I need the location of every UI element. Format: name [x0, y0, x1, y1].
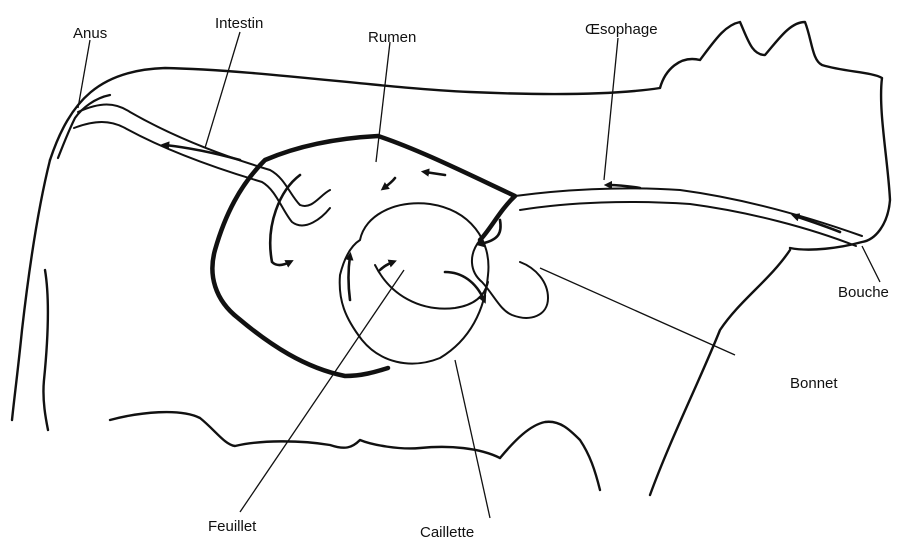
cow-hindleg-outline — [43, 270, 48, 430]
leader-rumen — [376, 42, 390, 162]
cow-belly-outline — [110, 412, 500, 458]
oesophagus-lower-wall — [520, 202, 856, 246]
label-intestin: Intestin — [215, 15, 263, 32]
flow-arrow-feuillet — [380, 262, 393, 270]
label-anus: Anus — [73, 25, 107, 42]
label-feuillet: Feuillet — [208, 518, 257, 535]
label-bonnet: Bonnet — [790, 375, 838, 392]
leader-caillette — [455, 360, 490, 518]
rumen-wall — [212, 136, 515, 376]
cow-chest-outline — [650, 250, 790, 495]
label-rumen: Rumen — [368, 29, 416, 46]
intestine-lower-wall — [74, 122, 330, 225]
bonnet-wall — [472, 240, 548, 318]
flow-arrow-rumen-left — [270, 175, 300, 265]
label-oesophage: Œsophage — [585, 21, 658, 38]
oesophagus-upper-wall — [515, 188, 862, 236]
label-caillette: Caillette — [420, 524, 474, 541]
flow-arrow-mouth — [795, 216, 840, 232]
flow-arrow-rumen-top — [425, 172, 445, 175]
flow-arrow-rumen-mid — [384, 178, 395, 188]
cow-foreleg-outline — [500, 422, 600, 490]
label-bouche: Bouche — [838, 284, 889, 301]
flow-arrow-rumen-center — [349, 256, 351, 300]
feuillet-caillette-wall — [340, 203, 489, 363]
leader-bouche — [862, 246, 880, 282]
leader-intestin — [205, 32, 240, 148]
leader-bonnet — [540, 268, 735, 355]
intestine-upper-wall — [78, 105, 330, 207]
leader-feuillet — [240, 270, 404, 512]
flow-arrow-caillette — [445, 272, 484, 300]
leader-oesophage — [604, 38, 618, 180]
